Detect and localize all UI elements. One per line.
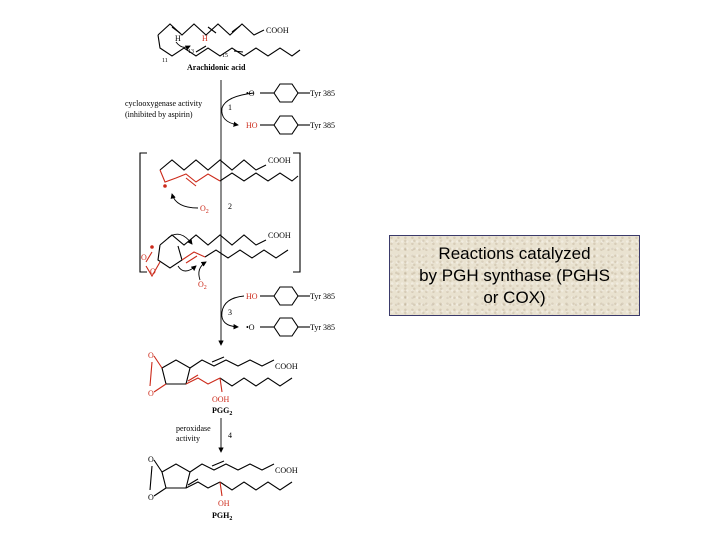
arachidonic-acid-structure: COOH H H 13 11 15 Arachidonic acid: [157, 23, 301, 72]
pgh2-o-top-label: O: [148, 455, 154, 464]
pgh2-oh-label: OH: [218, 499, 230, 508]
caption-text: Reactions catalyzed by PGH synthase (PGH…: [419, 243, 610, 307]
tyr-ho-label-1: HO: [246, 121, 258, 130]
arachidonic-h-left-label: H: [175, 34, 181, 43]
pgh2-cooh-label: COOH: [275, 466, 298, 475]
tyr-radical-o-label-1: •O: [246, 89, 255, 98]
arachidonic-c11-label: 11: [162, 58, 168, 64]
pgg2-name: PGG2: [212, 406, 232, 417]
step3-o2-label: O2: [198, 280, 207, 291]
intermediates-bracket-right: [293, 152, 301, 273]
arachidonic-cooh-label: COOH: [266, 26, 289, 35]
tyr385-bottom-label-2: Tyr 385: [310, 323, 335, 332]
tyr-phenyl-ring-2: [260, 115, 310, 135]
radical2-cooh-label: COOH: [268, 231, 291, 240]
tyr385-top-label-1: Tyr 385: [310, 89, 335, 98]
radical2-o-a-label: O: [141, 253, 147, 262]
arachidonic-h-right-label: H: [202, 34, 208, 43]
tyr-phenyl-ring-3: [260, 286, 310, 306]
peroxyl-radical-intermediate: O O COOH: [141, 231, 291, 278]
step-1: 1 cyclooxygenase activity (inhibited by …: [125, 83, 335, 135]
step-3: O2 3 HO Tyr 385 •O Tyr 385: [198, 261, 335, 337]
pgh2-name: PGH2: [212, 511, 232, 522]
pgg2-o-top-label: O: [148, 351, 154, 360]
tyr385-top-label-2: Tyr 385: [310, 292, 335, 301]
tyr-ho-label-2: HO: [246, 292, 258, 301]
cyclooxygenase-activity-label: cyclooxygenase activity: [125, 99, 202, 108]
arachidonic-acid-name: Arachidonic acid: [187, 63, 246, 72]
tyr-phenyl-ring-4: [260, 317, 310, 337]
tyr385-bottom-label-1: Tyr 385: [310, 121, 335, 130]
step-3-number: 3: [228, 308, 232, 317]
step-2: O2 2: [170, 193, 232, 215]
pgg2-cooh-label: COOH: [275, 362, 298, 371]
arachidonic-c13-label: 13: [188, 49, 194, 55]
pgh2-o-bottom-label: O: [148, 493, 154, 502]
step2-o2-label: O2: [200, 204, 209, 215]
tyr-phenyl-ring-1: [260, 83, 310, 103]
radical1-cooh-label: COOH: [268, 156, 291, 165]
peroxidase-activity-line2: activity: [176, 434, 200, 443]
caption-box: Reactions catalyzed by PGH synthase (PGH…: [389, 235, 640, 316]
aspirin-inhibition-label: (inhibited by aspirin): [125, 110, 193, 119]
pgg2-structure: O O COOH OOH PGG2: [148, 351, 298, 417]
pgh2-structure: O O COOH OH PGH2: [148, 455, 298, 522]
pgg2-ooh-label: OOH: [212, 395, 230, 404]
radical2-o-b-label: O: [150, 267, 156, 276]
pgg2-o-bottom-label: O: [148, 389, 154, 398]
step-4-number: 4: [228, 431, 232, 440]
step-4: peroxidase activity 4: [176, 424, 232, 443]
arachidonic-c15-label: 15: [222, 53, 228, 59]
step-1-number: 1: [228, 103, 232, 112]
intermediates-bracket-left: [139, 152, 147, 273]
carbon-radical-intermediate: COOH: [159, 156, 299, 188]
tyr-radical-o-label-2: •O: [246, 323, 255, 332]
peroxidase-activity-line1: peroxidase: [176, 424, 211, 433]
step-2-number: 2: [228, 202, 232, 211]
